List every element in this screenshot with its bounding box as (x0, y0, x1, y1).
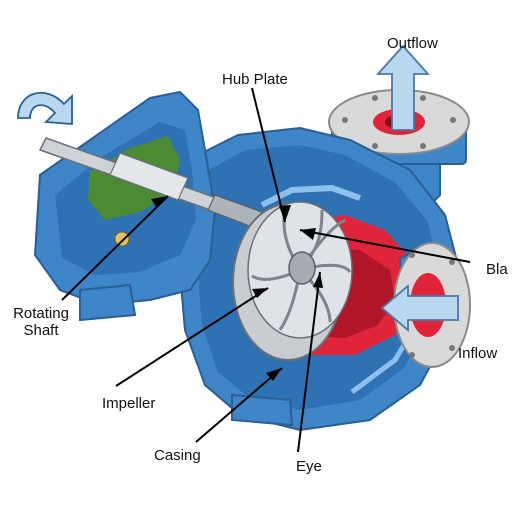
leader-blades (299, 229, 471, 263)
outflow-arrow-icon (375, 44, 431, 131)
label-hub-plate: Hub Plate (222, 71, 288, 88)
leader-hub-plate (251, 87, 286, 223)
label-eye: Eye (296, 458, 322, 475)
rotation-arrow-icon (17, 91, 73, 125)
inflow-arrow-icon (380, 284, 459, 332)
bearing-frame (33, 90, 294, 427)
label-casing: Casing (154, 447, 201, 464)
label-rotating-shaft: Rotating Shaft (6, 305, 76, 340)
impeller (232, 201, 353, 361)
leader-eye (297, 271, 321, 453)
label-rotating-shaft-line2: Shaft (23, 321, 59, 339)
label-inflow: Inflow (458, 345, 498, 362)
label-blades: Bla (486, 261, 508, 278)
label-rotating-shaft-line1: Rotating (13, 305, 69, 322)
leader-impeller (115, 287, 269, 387)
leader-lines (61, 87, 471, 453)
leader-rotating-shaft (61, 195, 169, 301)
leader-casing (195, 367, 283, 443)
label-impeller: Impeller (102, 395, 156, 412)
label-outflow: Outflow (387, 35, 438, 52)
